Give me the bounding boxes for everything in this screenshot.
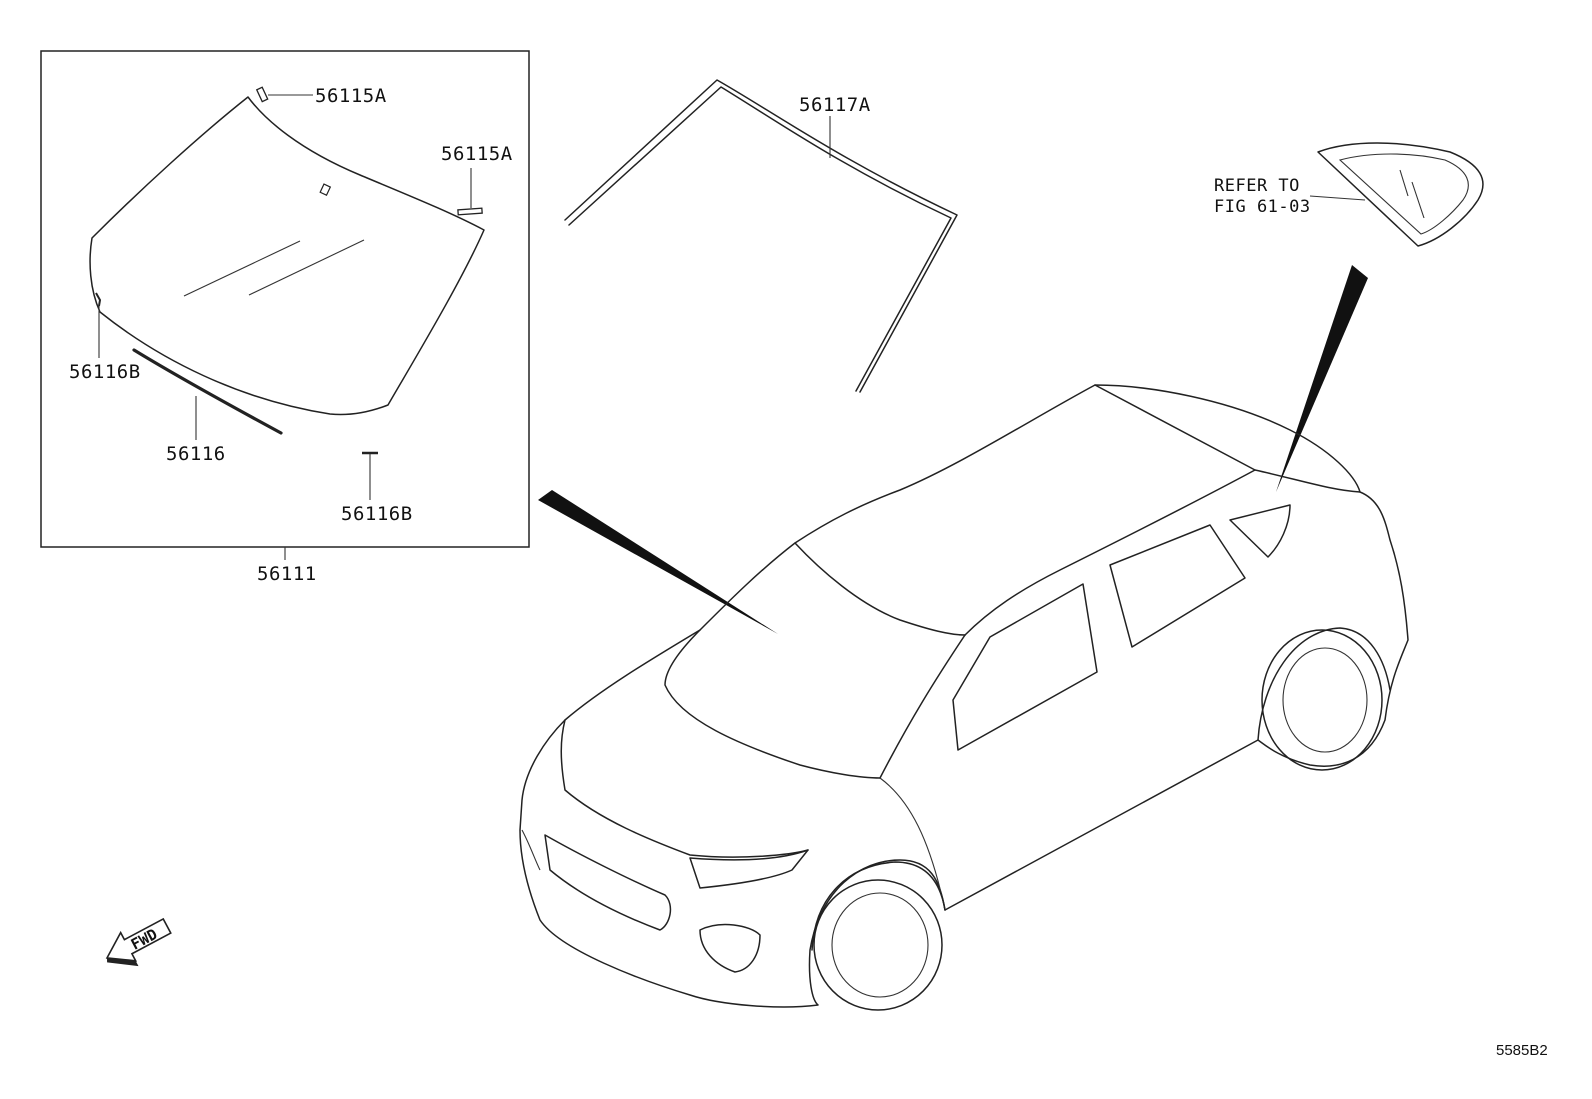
weatherstrip-part: 56117A (564, 79, 958, 393)
refer-line2: FIG 61-03 (1214, 197, 1311, 217)
seal-small-left-label: 56116B (69, 361, 141, 383)
rear-wheel-rim (1282, 647, 1368, 753)
windshield-inset: 56115A 56115A 56116B 56116 56116B (40, 50, 530, 548)
hood-front-edge (560, 719, 809, 858)
front-wheel-arch (811, 861, 946, 951)
beltline-upper (964, 469, 1256, 636)
weatherstrip-label: 56117A (799, 94, 871, 116)
hood-line (664, 629, 881, 779)
glass-reflection-2 (248, 239, 365, 296)
seal-strip-label: 56116 (166, 443, 226, 465)
seal-small-right-label: 56116B (341, 503, 413, 525)
quarter-glass-pointer (1276, 265, 1368, 492)
roof-rail (1094, 384, 1361, 493)
front-door-window (952, 583, 1098, 751)
headlight (689, 849, 809, 889)
rear-door-window (1109, 524, 1246, 648)
front-grille (544, 834, 672, 931)
refer-leader (1309, 195, 1366, 201)
glass-assembly-label: 56111 (257, 563, 317, 585)
front-fender-line (879, 777, 946, 911)
glass-reflection-1 (183, 240, 301, 297)
seal-strip-part (132, 348, 283, 435)
sensor-mark (319, 183, 332, 197)
roof-front-edge (794, 542, 966, 636)
quarter-glass: REFER TO FIG 61-03 (1214, 142, 1484, 247)
fog-light (699, 923, 761, 973)
clip-right-part (457, 207, 483, 216)
rear-quarter-window (1229, 504, 1291, 558)
clip-right-label: 56115A (441, 143, 513, 165)
quarter-reflection-2 (1411, 181, 1425, 219)
car-body-outline (519, 384, 1409, 1008)
bumper-side-line (521, 829, 541, 871)
seal-small-left-part (95, 292, 102, 307)
windshield-glass (89, 96, 485, 416)
figure-code: 5585B2 (1496, 1042, 1548, 1059)
windshield-pointer (538, 490, 778, 634)
refer-line1: REFER TO (1214, 176, 1300, 196)
forward-arrow: FWD (105, 917, 172, 967)
rear-wheel (1261, 629, 1383, 771)
front-wheel (813, 879, 943, 1011)
clip-top-label: 56115A (315, 85, 387, 107)
quarter-reflection-1 (1399, 169, 1409, 197)
front-wheel-rim (831, 892, 929, 998)
rear-wheel-arch (1257, 627, 1391, 741)
car-illustration (519, 384, 1409, 1011)
a-pillar-lower (879, 634, 966, 779)
inset-frame (40, 50, 530, 548)
clip-top-part (255, 86, 269, 103)
